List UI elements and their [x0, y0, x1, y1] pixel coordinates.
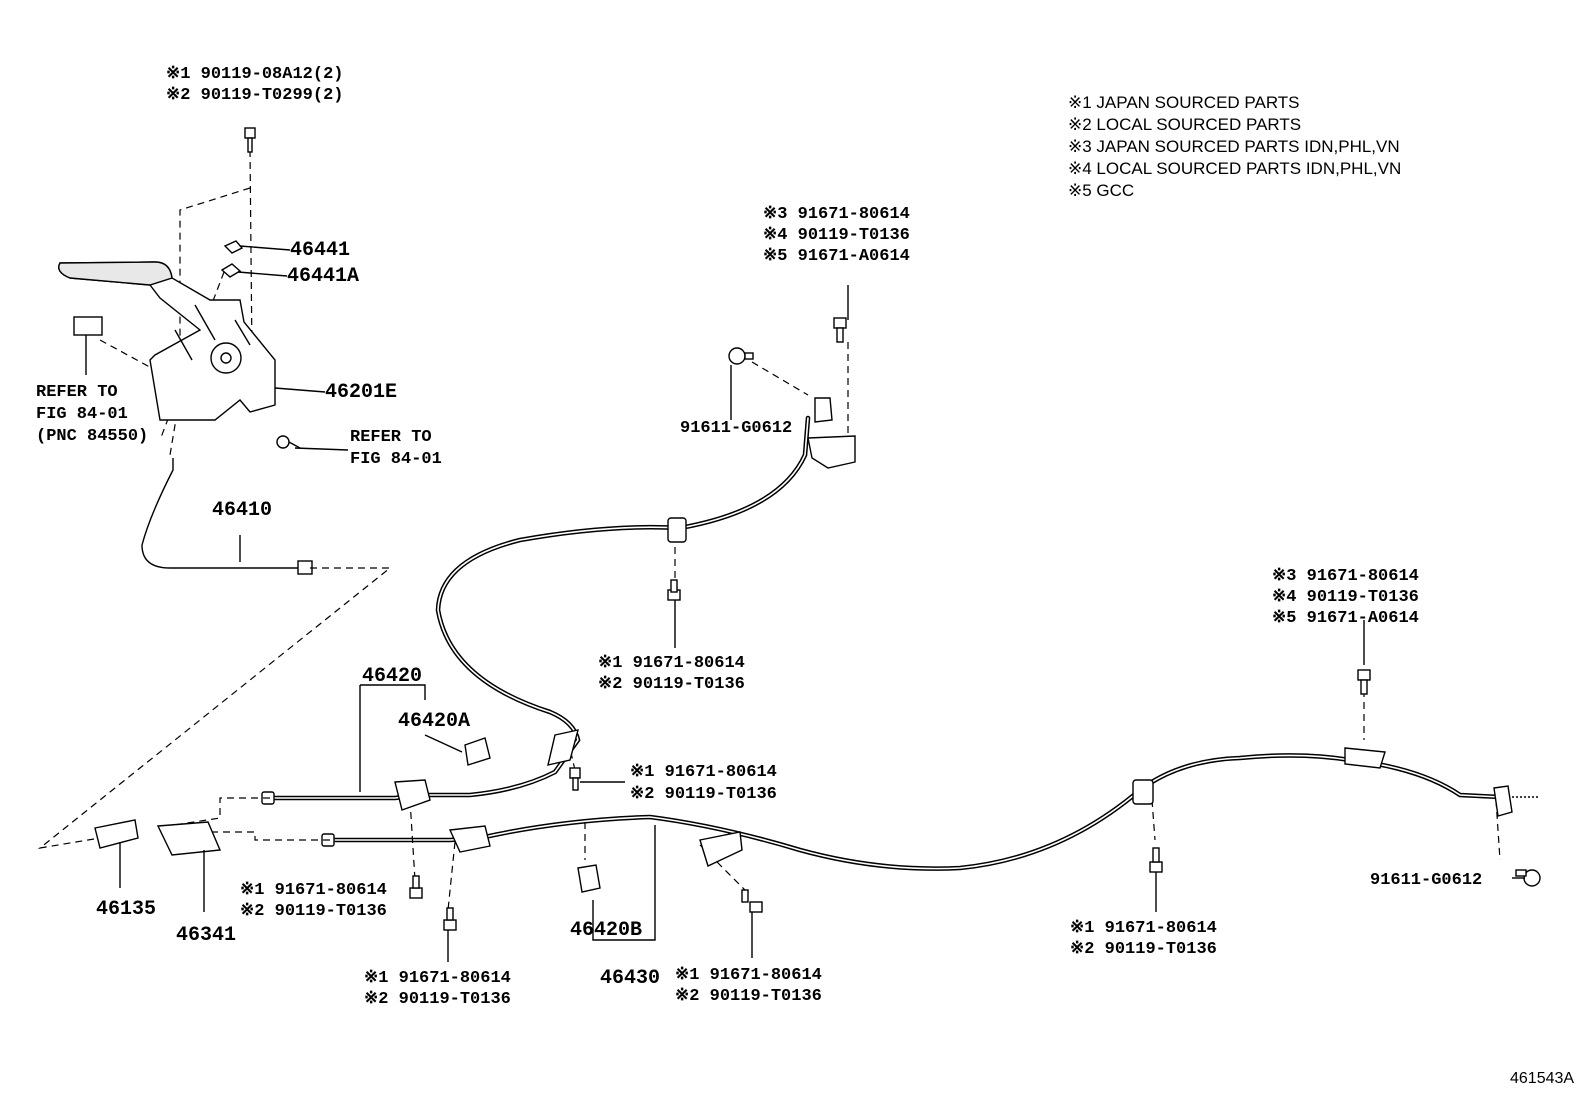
- bolt-mid-right-2: ※2 90119-T0136: [630, 785, 777, 804]
- bolt-bottom-mid-2: ※2 90119-T0136: [675, 987, 822, 1006]
- bolt-icon: [1357, 669, 1371, 695]
- part-label-46420A: 46420A: [398, 710, 470, 733]
- bolt-center-1: ※1 91671-80614: [598, 654, 745, 673]
- part-label-46430: 46430: [600, 967, 660, 990]
- cables: [141, 415, 1540, 871]
- legend-line-1: ※1 JAPAN SOURCED PARTS: [1068, 93, 1300, 112]
- brackets: [94, 397, 1513, 893]
- bolt-icon: [569, 767, 581, 791]
- bolt-bottom-mid-1: ※1 91671-80614: [675, 966, 822, 985]
- cable-bracket: [394, 779, 431, 811]
- bracket: [547, 729, 579, 766]
- bolt-top-mid-2: ※4 90119-T0136: [763, 226, 910, 245]
- clip-46420B: [577, 864, 601, 893]
- adjuster-46341: [156, 821, 222, 856]
- bolt-icon: [728, 347, 754, 365]
- part-label-46441: 46441: [290, 239, 350, 262]
- bracket: [699, 831, 743, 867]
- part-label-46341: 46341: [176, 924, 236, 947]
- part-label-91611-top: 91611-G0612: [680, 419, 792, 438]
- part-label-46441A: 46441A: [287, 265, 359, 288]
- bolt-top-mid-1: ※3 91671-80614: [763, 205, 910, 224]
- leader-lines: [119, 245, 1525, 962]
- bolt-left-low-1: ※1 91671-80614: [240, 881, 387, 900]
- labels: ※1 90119-08A12(2) ※2 90119-T0299(2) 4644…: [36, 65, 1482, 1009]
- legend-line-3: ※3 JAPAN SOURCED PARTS IDN,PHL,VN: [1068, 137, 1400, 156]
- equalizer-46135: [94, 819, 139, 849]
- cable-bracket: [448, 825, 491, 853]
- cable-46430: [329, 753, 1503, 871]
- nut-46441A: [220, 263, 242, 278]
- bolt-mid-right-1: ※1 91671-80614: [630, 763, 777, 782]
- bolt-icon: [1149, 847, 1163, 873]
- parking-brake-lever: [58, 261, 276, 421]
- bolt-icon: [276, 435, 301, 449]
- bolt-top-right-2: ※4 90119-T0136: [1272, 588, 1419, 607]
- clip-46420A: [464, 737, 491, 766]
- lever-grip: [58, 261, 173, 286]
- part-label-46420: 46420: [362, 665, 422, 688]
- part-label-91611-right: 91611-G0612: [1370, 871, 1482, 890]
- legend-line-4: ※4 LOCAL SOURCED PARTS IDN,PHL,VN: [1068, 159, 1401, 178]
- refer-mid-1: REFER TO: [350, 428, 432, 447]
- front-cable-46410: [141, 458, 302, 569]
- nut-46441: [223, 240, 244, 254]
- grommet: [667, 517, 687, 543]
- bolt-icon: [833, 317, 847, 343]
- lever-bolt-label-1: ※1 90119-08A12(2): [166, 65, 343, 84]
- refer-left-2: FIG 84-01: [36, 405, 128, 424]
- lever-bolt-label-2: ※2 90119-T0299(2): [166, 86, 343, 105]
- front-cable-end: [297, 560, 313, 575]
- part-label-46410: 46410: [212, 499, 272, 522]
- refer-left-1: REFER TO: [36, 383, 118, 402]
- bolt-bottom-left-2: ※2 90119-T0136: [364, 990, 511, 1009]
- legend-line-5: ※5 GCC: [1068, 181, 1134, 200]
- phantom-lines: [37, 149, 1501, 911]
- cable-46420: [269, 415, 811, 801]
- bolt-top-right-1: ※3 91671-80614: [1272, 567, 1419, 586]
- bolt-left-low-2: ※2 90119-T0136: [240, 902, 387, 921]
- bolt-icon: [409, 875, 423, 899]
- bolt-center-2: ※2 90119-T0136: [598, 675, 745, 694]
- bolt-top-mid-3: ※5 91671-A0614: [763, 247, 910, 266]
- legend: ※1 JAPAN SOURCED PARTS ※2 LOCAL SOURCED …: [1068, 93, 1401, 200]
- refer-left-3: (PNC 84550): [36, 427, 148, 446]
- grommet: [1132, 779, 1154, 805]
- bolt-icon: [667, 579, 681, 601]
- bolt-icon: [741, 889, 763, 913]
- legend-line-2: ※2 LOCAL SOURCED PARTS: [1068, 115, 1301, 134]
- lever-switch: [73, 316, 103, 336]
- bolts: [244, 127, 1541, 931]
- bolt-right-low-2: ※2 90119-T0136: [1070, 940, 1217, 959]
- bolt-icon: [244, 127, 256, 153]
- bolt-top-right-3: ※5 91671-A0614: [1272, 609, 1419, 628]
- part-label-46420B: 46420B: [570, 919, 642, 942]
- bolt-icon: [443, 907, 457, 931]
- bracket: [807, 435, 856, 469]
- part-label-46201E: 46201E: [325, 381, 397, 404]
- bolt-right-low-1: ※1 91671-80614: [1070, 919, 1217, 938]
- refer-mid-2: FIG 84-01: [350, 450, 442, 469]
- part-label-46135: 46135: [96, 898, 156, 921]
- cable-end-right: [1493, 785, 1513, 817]
- bolt-bottom-left-1: ※1 91671-80614: [364, 969, 511, 988]
- illustration-id: 461543A: [1510, 1070, 1574, 1087]
- bracket: [1344, 747, 1386, 769]
- bracket: [814, 397, 833, 423]
